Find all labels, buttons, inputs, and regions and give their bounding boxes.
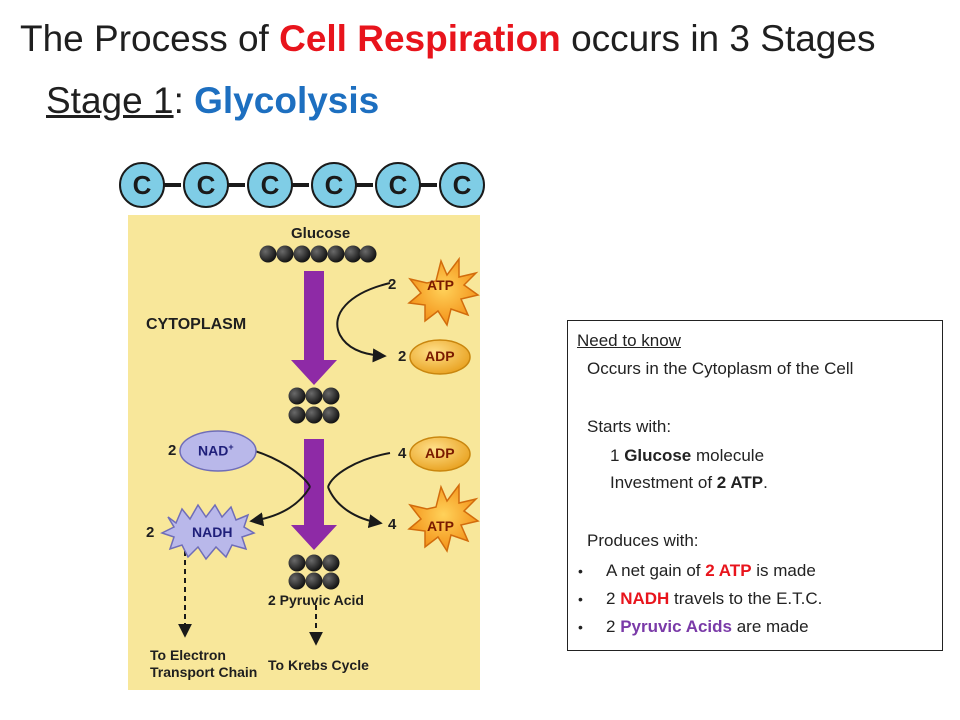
stage-number: Stage 1 [46, 80, 174, 121]
nad-label: NAD+ [198, 442, 234, 459]
carbon-bond [415, 183, 437, 187]
adp-oval-output [409, 339, 471, 375]
diagram-graphics [160, 245, 480, 646]
carbon-atom: C [311, 162, 357, 208]
stage-heading: Stage 1: Glycolysis [46, 80, 380, 121]
atp-output-coefficient: 4 [388, 516, 397, 533]
info-bullet-atp: A net gain of 2 ATP is made [606, 561, 816, 580]
stage-name: Glycolysis [194, 80, 380, 121]
nadh-coefficient: 2 [146, 524, 155, 541]
intermediate-molecule [288, 387, 340, 424]
bullet-marker: • [578, 563, 583, 579]
adp-input-arrow [327, 452, 391, 488]
carbon-atom: C [375, 162, 421, 208]
info-bullet-nadh: 2 NADH travels to the E.T.C. [606, 589, 823, 608]
info-start-atp: Investment of 2 ATP. [610, 473, 768, 492]
need-to-know-box: Need to know Occurs in the Cytoplasm of … [567, 320, 943, 651]
info-starts-with: Starts with: [587, 417, 672, 436]
nad-oval [179, 430, 257, 472]
main-arrow-lower [291, 439, 337, 550]
krebs-label: To Krebs Cycle [268, 657, 369, 673]
nadh-output-arrow [249, 486, 311, 527]
info-bullet-pyruvic: 2 Pyruvic Acids are made [606, 617, 809, 636]
pyruvic-acid-molecules [288, 554, 340, 590]
carbon-bond [351, 183, 373, 187]
atp-output-arrow [327, 486, 383, 529]
carbon-atom: C [247, 162, 293, 208]
carbon-bond [223, 183, 245, 187]
atp-burst-output [407, 482, 480, 553]
atp-input-label: ATP [427, 277, 454, 293]
bullet-marker: • [578, 591, 583, 607]
info-produces: Produces with: [587, 531, 699, 550]
atp-output-label: ATP [427, 518, 454, 534]
nad-coefficient: 2 [168, 442, 177, 459]
glycolysis-diagram: Glucose CYTOPLASM 2 ATP 2 ADP 2 NAD+ 4 A… [128, 215, 480, 690]
etc-label: To Electron Transport Chain [150, 647, 258, 680]
page-title: The Process of Cell Respiration occurs i… [20, 18, 876, 59]
adp-input-coefficient: 4 [398, 445, 407, 462]
adp-output-label: ADP [425, 348, 455, 364]
main-arrow-upper [291, 271, 337, 385]
nadh-label: NADH [192, 524, 233, 540]
carbon-chain: C C C C C C [115, 162, 505, 212]
atp-burst-input [407, 256, 480, 327]
atp-input-coefficient: 2 [388, 276, 397, 293]
cytoplasm-label: CYTOPLASM [146, 316, 247, 333]
info-start-glucose: 1 Glucose molecule [610, 446, 765, 465]
bullet-marker: • [578, 619, 583, 635]
info-location: Occurs in the Cytoplasm of the Cell [587, 359, 854, 378]
nadh-burst [160, 503, 256, 561]
carbon-atom: C [119, 162, 165, 208]
glucose-label: Glucose [291, 225, 351, 242]
carbon-atom: C [439, 162, 485, 208]
info-heading: Need to know [577, 331, 681, 350]
carbon-bond [159, 183, 181, 187]
atp-input-arrow [336, 282, 391, 363]
glucose-molecule [259, 245, 377, 263]
pyruvic-acid-label: 2 Pyruvic Acid [268, 592, 364, 608]
adp-output-coefficient: 2 [398, 348, 407, 365]
title-highlight: Cell Respiration [279, 18, 561, 59]
carbon-atom: C [183, 162, 229, 208]
adp-oval-input [409, 436, 471, 472]
carbon-bond [287, 183, 309, 187]
adp-input-label: ADP [425, 445, 455, 461]
